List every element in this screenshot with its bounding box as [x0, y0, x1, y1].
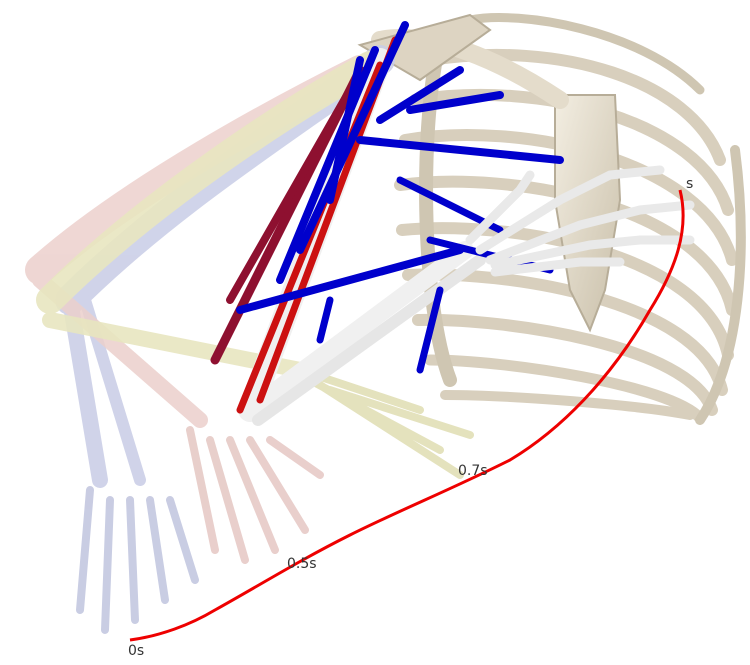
ghost-arm-pink [25, 55, 375, 564]
time-label-0-5s: 0.5s [287, 556, 317, 572]
muscles [210, 21, 564, 414]
time-label-0s: 0s [128, 643, 145, 659]
sternum [554, 94, 622, 333]
current-hand [465, 165, 695, 277]
time-label-1s: s [686, 176, 694, 192]
trajectory-path [129, 189, 685, 642]
time-label-0-7s: 0.7s [458, 463, 488, 479]
